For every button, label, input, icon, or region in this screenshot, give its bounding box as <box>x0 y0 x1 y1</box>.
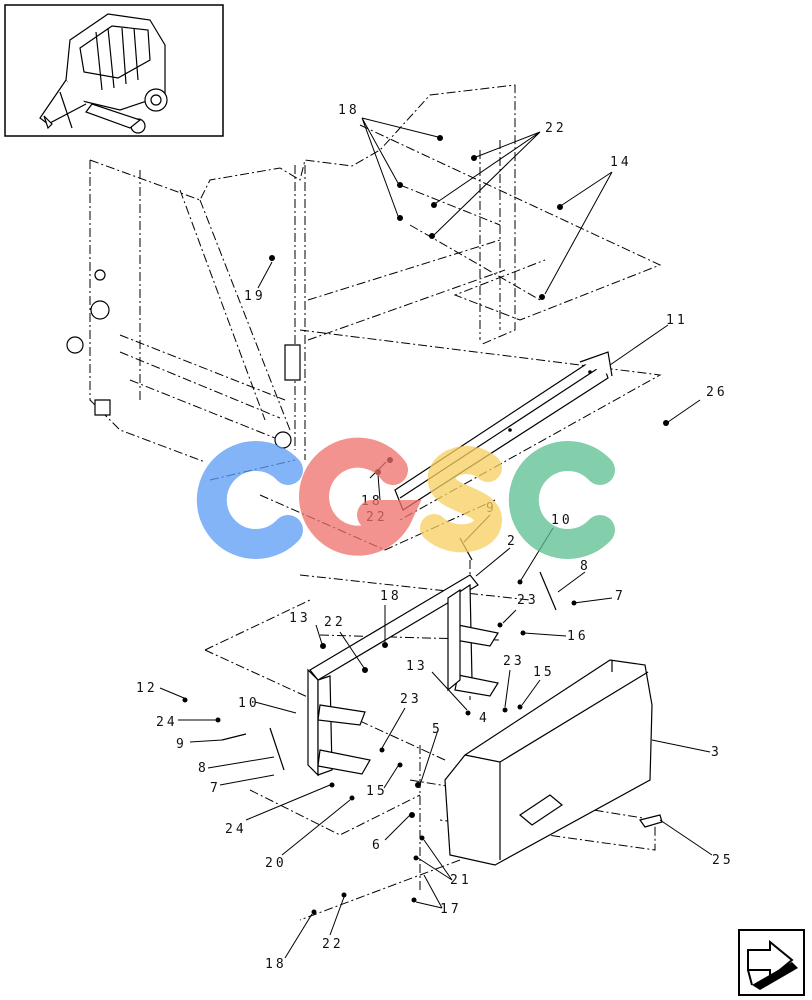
watermark-letter-g <box>299 437 422 556</box>
next-page-arrow-icon[interactable] <box>738 929 805 996</box>
callout-8: 8 <box>580 559 591 574</box>
watermark-letter-s <box>420 446 503 553</box>
callout-23: 23 <box>503 654 525 669</box>
callout-3: 3 <box>711 745 722 760</box>
watermark-letter-c1 <box>196 441 303 559</box>
callout-23: 23 <box>517 593 539 608</box>
callout-12: 12 <box>136 681 158 696</box>
watermark-letter-c2 <box>508 441 615 559</box>
callout-8: 8 <box>198 761 209 776</box>
hardware-fasteners <box>182 135 669 915</box>
callout-7: 7 <box>210 781 221 796</box>
callout-13: 13 <box>289 611 311 626</box>
callout-14: 14 <box>610 155 632 170</box>
hook-part-25 <box>638 814 663 828</box>
cover-part-3 <box>444 659 653 866</box>
callout-5: 5 <box>432 722 443 737</box>
callout-16: 16 <box>567 629 589 644</box>
thumbnail-frame <box>4 4 224 137</box>
callout-21: 21 <box>450 873 472 888</box>
callout-20: 20 <box>265 856 287 871</box>
callout-25: 25 <box>712 853 734 868</box>
round-baler-icon <box>39 13 168 134</box>
callout-7: 7 <box>615 589 626 604</box>
callout-10: 10 <box>238 696 260 711</box>
callout-15: 15 <box>366 784 388 799</box>
callout-26: 26 <box>706 385 728 400</box>
bracket-part-2 <box>307 574 499 777</box>
callout-6: 6 <box>372 838 383 853</box>
callout-4: 4 <box>479 711 490 726</box>
callout-11: 11 <box>666 313 688 328</box>
callout-24: 24 <box>156 715 178 730</box>
callout-17: 17 <box>440 902 462 917</box>
callout-15: 15 <box>533 665 555 680</box>
callout-18: 18 <box>380 589 402 604</box>
callout-2: 2 <box>507 534 518 549</box>
callout-23: 23 <box>400 692 422 707</box>
machine-frame-outline <box>66 84 516 463</box>
watermark <box>196 437 615 559</box>
callout-22: 22 <box>322 937 344 952</box>
callout-18: 18 <box>265 957 287 972</box>
callout-22: 22 <box>545 121 567 136</box>
callout-13: 13 <box>406 659 428 674</box>
callout-10: 10 <box>551 513 573 528</box>
callout-22: 22 <box>324 615 346 630</box>
callout-9: 9 <box>176 737 187 752</box>
callout-24: 24 <box>225 822 247 837</box>
callout-19: 19 <box>244 289 266 304</box>
rail-part-11 <box>394 351 613 511</box>
callout-18: 18 <box>338 103 360 118</box>
